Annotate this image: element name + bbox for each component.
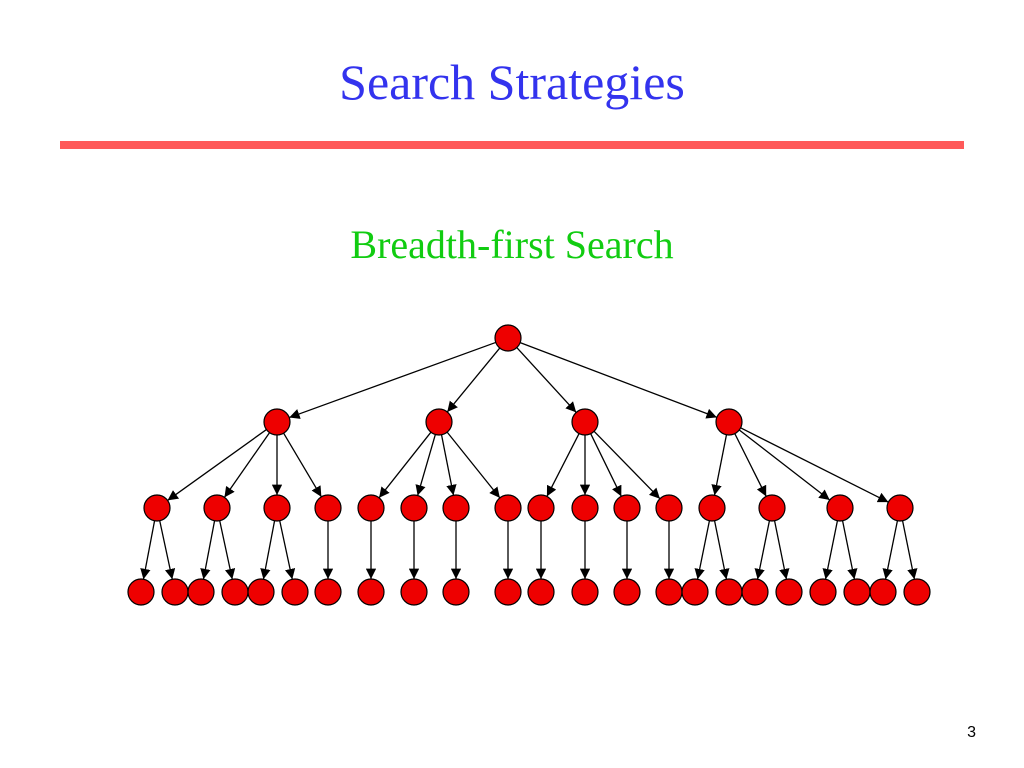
tree-node-level2-2 — [263, 494, 291, 522]
tree-node-level3-17 — [741, 578, 769, 606]
tree-node-level3-11 — [527, 578, 555, 606]
edge-level1-to-level2-10 — [590, 433, 622, 497]
tree-node-level3-21 — [869, 578, 897, 606]
tree-nodes — [127, 324, 931, 606]
slide-subtitle: Breadth-first Search — [350, 222, 674, 267]
tree-node-level1-3 — [715, 408, 743, 436]
tree-node-level2-11 — [655, 494, 683, 522]
edge-root-to-level1-1 — [446, 347, 501, 413]
tree-node-level3-9 — [442, 578, 470, 606]
edge-level2-to-level3-0 — [140, 520, 156, 580]
edge-level1-to-level2-3 — [283, 432, 322, 498]
tree-node-level3-0 — [127, 578, 155, 606]
edge-root-to-level1-0 — [288, 341, 497, 419]
edge-root-to-level1-2 — [516, 347, 577, 413]
tree-node-level3-5 — [281, 578, 309, 606]
tree-node-level2-5 — [400, 494, 428, 522]
edge-level2-to-level3-20 — [841, 520, 858, 580]
tree-node-level3-2 — [187, 578, 215, 606]
edge-level1-to-level2-7 — [446, 431, 501, 499]
tree-node-level2-7 — [494, 494, 522, 522]
edge-level1-to-level2-1 — [223, 432, 271, 498]
edge-root-to-level1-3 — [519, 342, 718, 419]
edge-level2-to-level3-3 — [219, 520, 236, 580]
tree-node-level1-0 — [263, 408, 291, 436]
edge-level2-to-level3-16 — [713, 520, 730, 580]
tree-node-level2-4 — [357, 494, 385, 522]
edge-level2-to-level3-2 — [200, 520, 216, 580]
tree-node-level1-2 — [571, 408, 599, 436]
edge-level1-to-level2-6 — [440, 434, 457, 496]
tree-node-level3-8 — [400, 578, 428, 606]
edge-level1-to-level2-0 — [167, 429, 267, 501]
tree-node-level2-6 — [442, 494, 470, 522]
edge-level1-to-level2-15 — [740, 427, 889, 503]
tree-node-level3-1 — [161, 578, 189, 606]
tree-node-level3-4 — [247, 578, 275, 606]
edge-level2-to-level3-1 — [159, 520, 176, 580]
tree-node-level3-15 — [681, 578, 709, 606]
tree-node-level2-12 — [698, 494, 726, 522]
tree-node-level2-8 — [527, 494, 555, 522]
page-number: 3 — [967, 724, 976, 741]
tree-node-level2-15 — [886, 494, 914, 522]
edge-level2-to-level3-17 — [754, 520, 771, 580]
tree-node-root — [494, 324, 522, 352]
tree-node-level3-20 — [843, 578, 871, 606]
edge-level2-to-level3-22 — [901, 520, 918, 580]
tree-node-level2-10 — [613, 494, 641, 522]
edge-level1-to-level2-13 — [734, 433, 767, 497]
tree-node-level1-1 — [425, 408, 453, 436]
tree-node-level3-7 — [357, 578, 385, 606]
edge-level1-to-level2-14 — [738, 429, 831, 501]
tree-node-level3-10 — [494, 578, 522, 606]
edge-level2-to-level3-21 — [882, 520, 899, 580]
tree-node-level2-14 — [826, 494, 854, 522]
tree-node-level3-12 — [571, 578, 599, 606]
tree-edges — [140, 341, 918, 580]
tree-node-level3-6 — [314, 578, 342, 606]
tree-node-level2-9 — [571, 494, 599, 522]
edge-level2-to-level3-4 — [260, 520, 276, 580]
tree-node-level2-0 — [143, 494, 171, 522]
edge-level1-to-level2-12 — [711, 434, 728, 496]
edge-level1-to-level2-4 — [378, 431, 432, 499]
edge-level2-to-level3-18 — [773, 520, 790, 580]
tree-node-level3-18 — [775, 578, 803, 606]
edge-level2-to-level3-15 — [694, 520, 711, 580]
tree-node-level3-22 — [903, 578, 931, 606]
slide-title: Search Strategies — [339, 54, 685, 110]
edge-level2-to-level3-19 — [822, 520, 839, 580]
tree-node-level2-1 — [203, 494, 231, 522]
tree-node-level2-3 — [314, 494, 342, 522]
edge-level2-to-level3-5 — [279, 520, 296, 580]
tree-node-level2-13 — [758, 494, 786, 522]
tree-node-level3-16 — [715, 578, 743, 606]
edge-level1-to-level2-11 — [593, 430, 661, 500]
tree-node-level3-3 — [221, 578, 249, 606]
edge-level1-to-level2-8 — [546, 433, 580, 497]
tree-node-level3-19 — [809, 578, 837, 606]
edge-level1-to-level2-5 — [415, 434, 436, 496]
tree-node-level3-13 — [613, 578, 641, 606]
tree-node-level3-14 — [655, 578, 683, 606]
title-divider — [60, 141, 964, 149]
